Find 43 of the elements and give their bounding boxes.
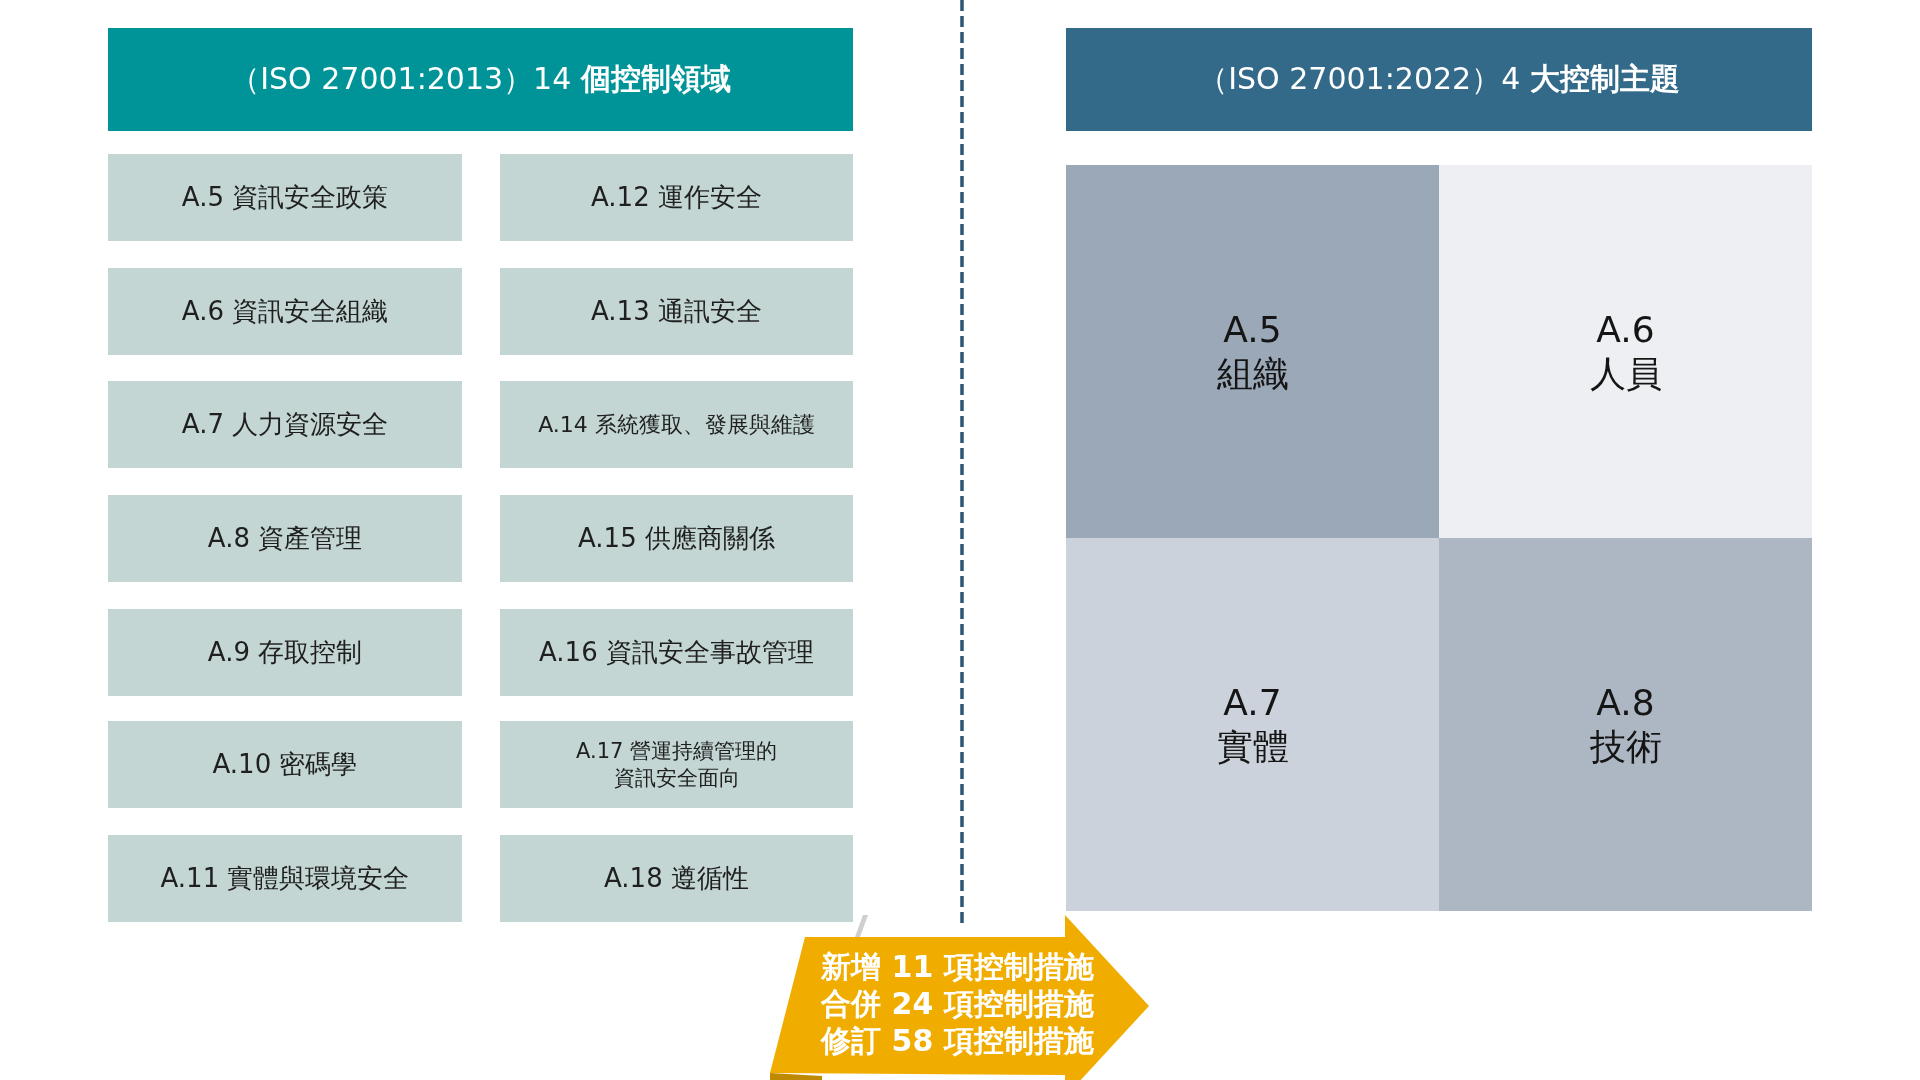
category-label: A.17 營運持續管理的資訊安全面向 (574, 738, 779, 791)
theme-tile (1066, 165, 1439, 538)
category-box (500, 609, 853, 696)
header-title: （ISO 27001:2013）14 個控制領域 (230, 60, 731, 98)
theme-tile (1439, 538, 1812, 911)
header-banner (108, 28, 853, 131)
change-summary: 新增 11 項控制措施 (821, 948, 1094, 985)
category-label: A.12 運作安全 (591, 181, 762, 214)
change-summary: 修訂 58 項控制措施 (821, 1022, 1094, 1059)
theme-label: A.8 技術 (1588, 681, 1663, 768)
theme-tile (1439, 165, 1812, 538)
category-label: A.14 系統獲取、發展與維護 (538, 410, 815, 439)
category-box (108, 154, 462, 241)
category-label: A.11 實體與環境安全 (160, 862, 410, 895)
category-label: A.18 遵循性 (604, 862, 749, 895)
category-box (108, 609, 462, 696)
category-box (500, 835, 853, 922)
change-summary: 合併 24 項控制措施 (821, 985, 1094, 1022)
category-box (108, 495, 462, 582)
category-label: A.9 存取控制 (207, 636, 363, 669)
category-label: A.16 資訊安全事故管理 (539, 636, 814, 669)
category-label: A.5 資訊安全政策 (181, 181, 389, 214)
category-label: A.15 供應商關係 (578, 522, 775, 555)
category-box (500, 381, 853, 468)
theme-label: A.6 人員 (1588, 308, 1663, 395)
category-box (500, 268, 853, 355)
category-label: A.10 密碼學 (212, 748, 358, 781)
category-label: A.13 通訊安全 (591, 295, 762, 328)
theme-label: A.7 實體 (1215, 681, 1290, 768)
category-label: A.6 資訊安全組織 (181, 295, 389, 328)
category-box (108, 268, 462, 355)
theme-label: A.5 組織 (1215, 308, 1290, 395)
category-box (108, 835, 462, 922)
theme-tile (1066, 538, 1439, 911)
header-banner (1066, 28, 1812, 131)
category-label: A.7 人力資源安全 (181, 408, 389, 441)
category-box (500, 154, 853, 241)
category-box (500, 721, 853, 808)
category-box (108, 381, 462, 468)
header-title: （ISO 27001:2022）4 大控制主題 (1198, 60, 1680, 98)
category-box (500, 495, 853, 582)
category-label: A.8 資產管理 (207, 522, 363, 555)
category-box (108, 721, 462, 808)
